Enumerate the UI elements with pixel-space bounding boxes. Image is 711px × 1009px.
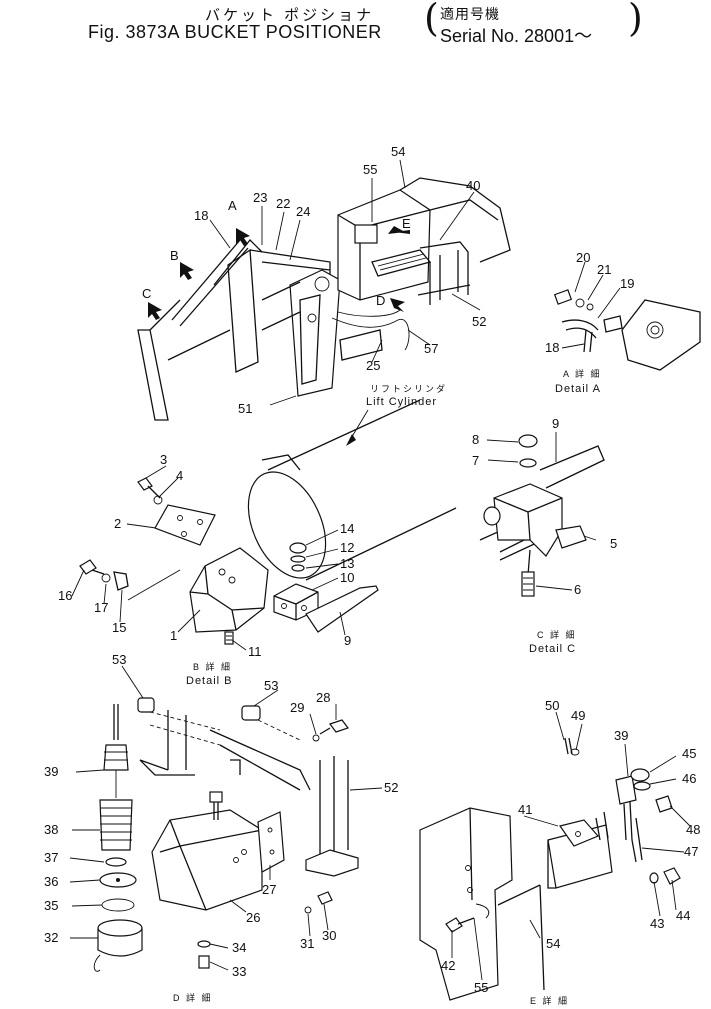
detail-a-part-19: 19 [620,276,634,291]
lift-cylinder-label: Lift Cylinder [366,396,437,408]
detail-b: リフトシリンダ Lift Cylinder [58,383,457,687]
detail-c-caption: Detail C [529,643,576,655]
detail-d-caption-jp: D 詳 細 [173,992,213,1003]
detail-e-part-46: 46 [682,771,696,786]
detail-d-part-38: 38 [44,822,58,837]
detail-d: 53 53 28 29 52 39 38 37 36 35 32 27 26 3… [44,652,398,1003]
detail-e-part-50: 50 [545,698,559,713]
detail-b-part-12: 12 [340,540,354,555]
detail-e-part-41: 41 [518,802,532,817]
detail-e-part-55: 55 [474,980,488,995]
detail-d-part-27: 27 [262,882,276,897]
arrow-label-c: C [142,286,151,301]
detail-d-part-32: 32 [44,930,58,945]
arrow-label-d: D [376,293,385,308]
detail-b-part-15: 15 [112,620,126,635]
detail-b-caption: Detail B [186,675,233,687]
detail-d-part-34: 34 [232,940,246,955]
detail-b-part-13: 13 [340,556,354,571]
detail-b-part-10: 10 [340,570,354,585]
detail-d-part-33: 33 [232,964,246,979]
detail-b-part-16: 16 [58,588,72,603]
part-24: 24 [296,204,310,219]
detail-b-part-14: 14 [340,521,354,536]
detail-a-part-18: 18 [545,340,559,355]
detail-a-part-20: 20 [576,250,590,265]
detail-e-part-48: 48 [686,822,700,837]
arrow-label-a: A [228,198,237,213]
part-52: 52 [472,314,486,329]
detail-b-part-2: 2 [114,516,121,531]
title-english: Fig. 3873A BUCKET POSITIONER [88,22,382,42]
detail-e-caption-jp: E 詳 細 [530,995,569,1006]
part-55: 55 [363,162,377,177]
part-23: 23 [253,190,267,205]
detail-e-part-39: 39 [614,728,628,743]
detail-e-part-54: 54 [546,936,560,951]
detail-d-part-29: 29 [290,700,304,715]
detail-c-caption-jp: C 詳 細 [537,629,577,640]
part-57: 57 [424,341,438,356]
detail-d-part-37: 37 [44,850,58,865]
part-25: 25 [366,358,380,373]
part-22: 22 [276,196,290,211]
detail-b-caption-jp: B 詳 細 [193,661,232,672]
serial-number: Serial No. 28001～ [440,26,593,46]
part-18: 18 [194,208,208,223]
serial-paren-right: ) [628,0,643,40]
detail-d-part-31: 31 [300,936,314,951]
detail-a: 20 21 19 18 A 詳 細 Detail A [545,250,701,395]
part-40: 40 [466,178,480,193]
lift-cylinder-label-jp: リフトシリンダ [370,383,447,394]
detail-d-part-26: 26 [246,910,260,925]
detail-b-part-9: 9 [344,633,351,648]
detail-d-part-52: 52 [384,780,398,795]
serial-paren-left: ( [424,0,439,40]
part-54: 54 [391,144,405,159]
detail-d-part-35: 35 [44,898,58,913]
detail-a-caption: Detail A [555,383,601,395]
arrow-label-e: E [402,216,411,231]
main-assembly: A B C D E 54 55 40 18 23 22 24 52 57 25 … [137,144,511,421]
detail-e-part-45: 45 [682,746,696,761]
detail-a-caption-jp: A 詳 細 [563,368,602,379]
detail-d-part-39: 39 [44,764,58,779]
detail-e-part-42: 42 [441,958,455,973]
detail-a-part-21: 21 [597,262,611,277]
arrow-label-b: B [170,248,179,263]
detail-e-part-43: 43 [650,916,664,931]
detail-c-part-7: 7 [472,453,479,468]
detail-b-part-1: 1 [170,628,177,643]
detail-c-part-5: 5 [610,536,617,551]
part-51: 51 [238,401,252,416]
detail-c-part-8: 8 [472,432,479,447]
detail-e-part-49: 49 [571,708,585,723]
detail-e-part-47: 47 [684,844,698,859]
detail-e-part-44: 44 [676,908,690,923]
detail-e: 50 49 39 45 46 41 48 47 43 44 54 42 55 E… [419,698,700,1006]
detail-d-part-30: 30 [322,928,336,943]
detail-d-part-28: 28 [316,690,330,705]
detail-c: 8 9 7 5 6 C 詳 細 Detail C [472,416,617,655]
detail-d-part-53a: 53 [112,652,126,667]
detail-b-part-4: 4 [176,468,183,483]
detail-b-part-17: 17 [94,600,108,615]
title-japanese: バケット ポジショナ [205,7,375,24]
detail-b-part-11: 11 [248,644,262,659]
serial-japanese: 適用号機 [440,6,500,22]
detail-d-part-53b: 53 [264,678,278,693]
detail-c-part-6: 6 [574,582,581,597]
detail-c-part-9: 9 [552,416,559,431]
detail-b-part-3: 3 [160,452,167,467]
detail-d-part-36: 36 [44,874,58,889]
